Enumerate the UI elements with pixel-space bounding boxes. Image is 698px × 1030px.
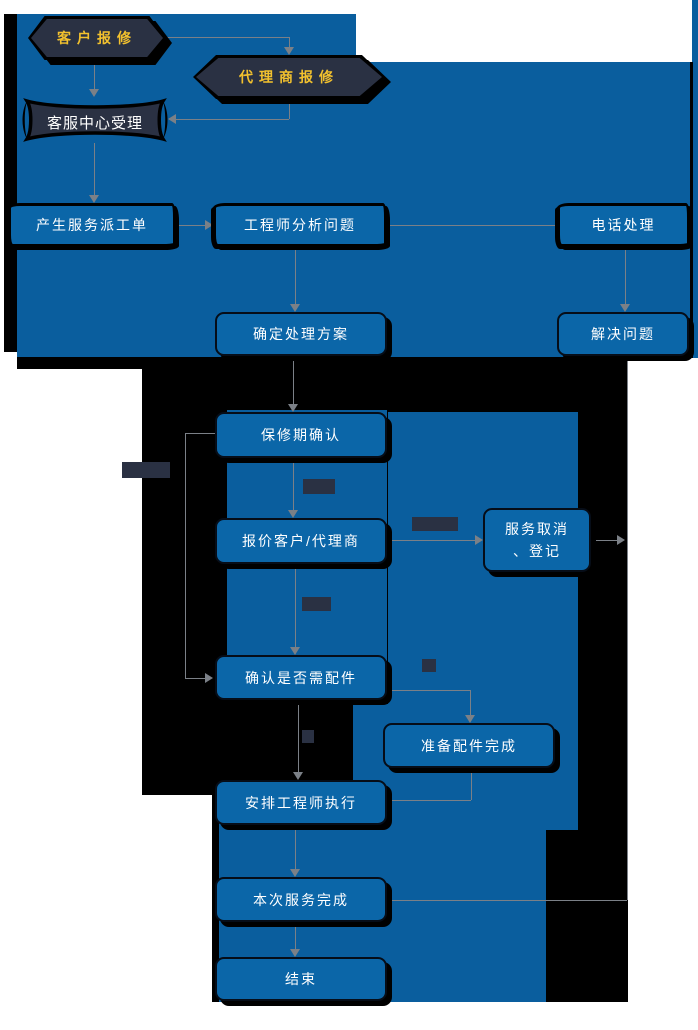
arrowhead xyxy=(168,114,176,124)
node-label: 安排工程师执行 xyxy=(245,794,357,811)
connector-partscheck-to-ready-v xyxy=(470,690,471,715)
connector-warranty-loop-top xyxy=(185,433,215,434)
node-label: 产生服务派工单 xyxy=(36,217,148,233)
node-label: 客户报修 xyxy=(57,30,137,46)
connector-warranty-loop-v xyxy=(185,433,186,678)
node-service-center: 客服中心受理 xyxy=(20,95,170,145)
node-service-complete: 本次服务完成 xyxy=(215,877,387,922)
connector-customer-to-agent-v xyxy=(289,37,290,47)
arrowhead xyxy=(290,949,300,957)
arrowhead xyxy=(288,510,298,518)
bg-sliver-top-right xyxy=(692,0,698,62)
arrowhead xyxy=(617,535,625,545)
node-confirm-parts: 确认是否需配件 xyxy=(215,655,387,700)
node-service-cancel: 服务取消 、登记 xyxy=(483,508,591,572)
connector-dispatch-to-analysis xyxy=(177,225,205,226)
bg-left-shadow-strip xyxy=(4,14,17,352)
arrowhead xyxy=(290,647,300,655)
connector-warranty-loop-bottom xyxy=(185,678,205,679)
connector-agent-to-center-h xyxy=(176,119,289,120)
connector-ready-to-arrange-h xyxy=(392,800,471,801)
connector-analysis-to-phone xyxy=(387,225,557,226)
connector-customer-to-center xyxy=(94,58,95,89)
connector-warranty-to-quote xyxy=(293,458,294,510)
node-label: 电话处理 xyxy=(591,217,656,233)
node-agent-report: 代理商报修 xyxy=(193,55,385,99)
node-label: 确认是否需配件 xyxy=(245,669,357,686)
node-solve-problem: 解决问题 xyxy=(557,312,689,356)
node-label: 代理商报修 xyxy=(239,69,339,85)
bg-vertical-border-right xyxy=(690,62,693,358)
connector-complete-to-end xyxy=(295,924,296,949)
connector-plan-to-warranty xyxy=(293,356,294,404)
node-phone-handle: 电话处理 xyxy=(557,203,690,247)
node-label: 工程师分析问题 xyxy=(244,217,356,233)
node-dispatch-order: 产生服务派工单 xyxy=(8,203,176,247)
node-end: 结束 xyxy=(215,957,387,1001)
arrowhead xyxy=(293,772,303,780)
condition-label-box xyxy=(422,659,436,672)
arrowhead xyxy=(288,404,298,412)
hexagon-fill: 代理商报修 xyxy=(196,58,382,96)
connector-quote-to-partscheck xyxy=(295,564,296,647)
connector-complete-right xyxy=(389,900,627,901)
arrowhead xyxy=(205,673,213,683)
node-label: 保修期确认 xyxy=(261,427,341,443)
connector-arrange-to-complete xyxy=(295,827,296,869)
node-parts-ready: 准备配件完成 xyxy=(383,723,555,768)
connector-center-to-dispatch xyxy=(94,143,95,195)
node-confirm-plan: 确定处理方案 xyxy=(215,312,387,356)
condition-label-box xyxy=(302,597,331,611)
node-arrange-engineer: 安排工程师执行 xyxy=(215,780,387,825)
node-quote-customer: 报价客户/代理商 xyxy=(215,518,387,564)
wave-shape xyxy=(22,98,168,142)
connector-agent-to-center-v xyxy=(289,99,290,119)
node-warranty-confirm: 保修期确认 xyxy=(215,412,387,458)
connector-partscheck-to-arrange xyxy=(298,701,299,772)
condition-label-box xyxy=(122,462,170,478)
node-label: 准备配件完成 xyxy=(421,737,517,754)
arrowhead xyxy=(620,304,630,312)
connector-ready-to-arrange-v xyxy=(471,770,472,800)
condition-label-box xyxy=(412,517,458,531)
node-label: 客服中心受理 xyxy=(46,115,143,132)
arrowhead xyxy=(475,535,483,545)
arrowhead xyxy=(290,869,300,877)
hexagon-fill: 客户报修 xyxy=(31,19,163,57)
connector-cancel-out xyxy=(594,540,617,541)
node-label: 服务取消 、登记 xyxy=(505,521,569,559)
arrowhead xyxy=(465,715,475,723)
connector-partscheck-to-ready-h xyxy=(389,690,470,691)
arrowhead xyxy=(205,220,213,230)
connector-analysis-to-plan xyxy=(295,247,296,304)
arrowhead xyxy=(89,89,99,97)
bg-panel-mid-top-band xyxy=(17,357,628,369)
node-label: 解决问题 xyxy=(591,326,655,342)
connector-customer-to-agent-h xyxy=(165,37,289,38)
condition-label-box xyxy=(302,730,314,743)
node-engineer-analysis: 工程师分析问题 xyxy=(213,203,387,247)
connector-quote-to-cancel xyxy=(389,540,475,541)
arrowhead xyxy=(290,304,300,312)
node-label: 本次服务完成 xyxy=(253,891,349,908)
node-label: 确定处理方案 xyxy=(253,326,349,342)
arrowhead xyxy=(89,195,99,203)
node-label: 报价客户/代理商 xyxy=(242,533,360,549)
connector-solve-down-long xyxy=(627,359,628,900)
condition-label-box xyxy=(303,479,335,494)
arrowhead xyxy=(284,47,294,55)
connector-phone-to-solve xyxy=(625,247,626,304)
node-customer-report: 客户报修 xyxy=(28,16,166,60)
node-label: 结束 xyxy=(285,971,317,987)
